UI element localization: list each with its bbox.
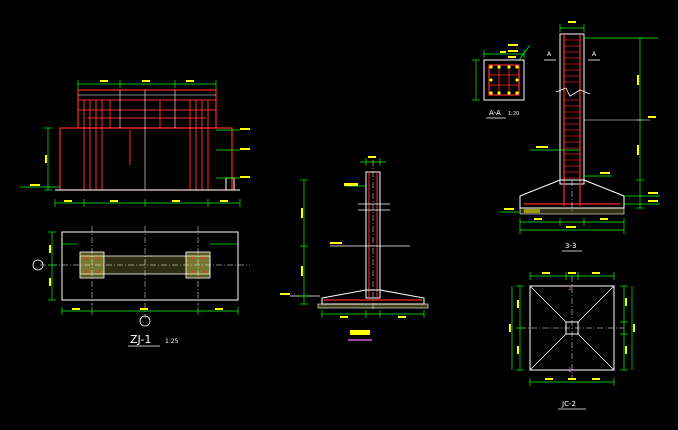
section-mark-a-left: A bbox=[547, 51, 552, 58]
section-33-title: 3-3 bbox=[565, 242, 576, 250]
section-aa-scale: 1:20 bbox=[508, 111, 519, 117]
jc2-title: JC-2 bbox=[561, 400, 576, 408]
jc2-mark-bottom: 1 bbox=[568, 367, 572, 374]
section-33: A A bbox=[500, 21, 660, 252]
section-aa-title: A-A bbox=[489, 109, 501, 117]
jc2-plan: 1 1 bbox=[509, 272, 635, 410]
section-aa: A-A 1:20 bbox=[472, 44, 531, 119]
zj1-title: ZJ-1 bbox=[130, 333, 151, 346]
section-mark-a-right: A bbox=[592, 51, 597, 58]
column-elevation bbox=[280, 156, 429, 341]
zj1-plan: ZJ-1 1:25 bbox=[32, 226, 250, 347]
zj1-elevation bbox=[20, 80, 250, 207]
jc2-mark-top: 1 bbox=[568, 285, 572, 292]
zj1-scale: 1:25 bbox=[165, 338, 179, 345]
